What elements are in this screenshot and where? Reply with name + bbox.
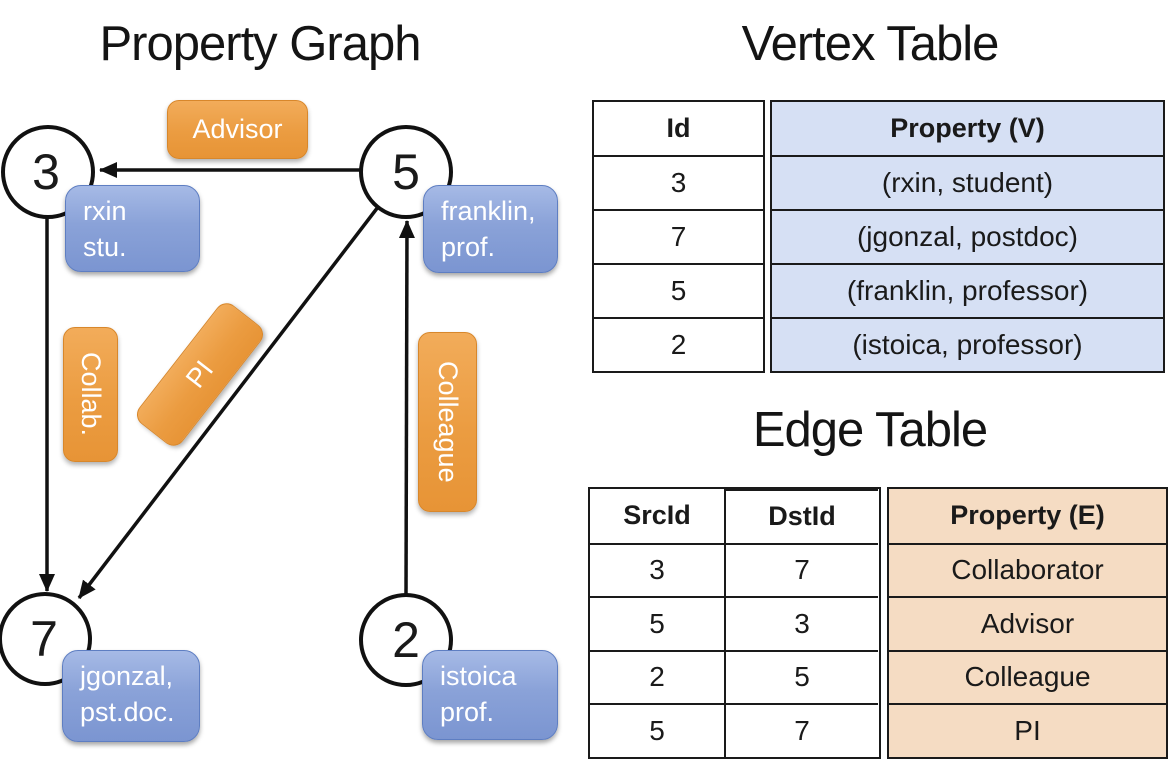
edge-label-collab: Collab. — [63, 327, 118, 462]
table-cell: 7 — [594, 209, 763, 263]
table-cell: Collaborator — [889, 542, 1166, 596]
edge-table-property-column: Property (E) Collaborator Advisor Collea… — [887, 487, 1168, 759]
table-cell: (jgonzal, postdoc) — [772, 209, 1163, 263]
vertex-property-line: stu. — [83, 232, 127, 262]
table-cell: 5 — [590, 596, 724, 650]
vertex-property-line: franklin, — [441, 196, 536, 226]
table-cell: (rxin, student) — [772, 155, 1163, 209]
vertex-property-line: prof. — [440, 697, 495, 727]
vertex-property-line: prof. — [441, 232, 496, 262]
edge-table-property-header: Property (E) — [889, 489, 1166, 543]
vertex-property-box-3: rxin stu. — [65, 185, 200, 272]
vertex-property-line: istoica — [440, 661, 517, 691]
table-cell: Colleague — [889, 649, 1166, 703]
vertex-property-box-2: istoica prof. — [422, 650, 558, 740]
table-cell: 2 — [590, 649, 724, 704]
table-cell: 7 — [724, 542, 878, 596]
graph-edges-svg — [0, 125, 453, 687]
vertex-table-property-column: Property (V) (rxin, student) (jgonzal, p… — [770, 100, 1165, 373]
edge-table-src-dst-columns: SrcId DstId 3 7 5 3 2 5 5 7 — [588, 487, 881, 759]
vertex-table-title: Vertex Table — [741, 17, 1000, 71]
table-cell: 5 — [594, 263, 763, 317]
edge-table-dstid-header: DstId — [724, 489, 878, 543]
vertex-table-id-header: Id — [666, 113, 691, 143]
vertex-property-box-5: franklin, prof. — [423, 185, 558, 273]
table-cell: (franklin, professor) — [772, 263, 1163, 317]
vertex-id-2: 2 — [392, 612, 420, 668]
vertex-table-id-column: Id 3 7 5 2 — [592, 100, 765, 373]
edge-colleague-2-to-5 — [398, 220, 415, 596]
property-graph-title: Property Graph — [99, 17, 422, 71]
edge-table-srcid-header: SrcId — [623, 500, 691, 531]
vertex-property-line: rxin — [83, 196, 127, 226]
table-cell: Advisor — [889, 596, 1166, 650]
table-cell: 5 — [724, 649, 878, 703]
vertex-table-property-header: Property (V) — [772, 102, 1163, 155]
table-cell: PI — [889, 703, 1166, 757]
vertex-property-line: pst.doc. — [80, 697, 175, 727]
vertex-id-3: 3 — [32, 144, 60, 200]
table-cell: 3 — [724, 596, 878, 650]
edge-table-title: Edge Table — [752, 403, 988, 457]
vertex-id-7: 7 — [30, 611, 58, 667]
vertex-property-box-7: jgonzal, pst.doc. — [62, 650, 200, 742]
vertex-id-5: 5 — [392, 144, 420, 200]
table-cell: 7 — [724, 703, 878, 757]
edge-label-advisor: Advisor — [167, 100, 308, 159]
table-cell: 5 — [590, 703, 724, 757]
table-cell: 2 — [594, 317, 763, 371]
edge-label-colleague: Colleague — [418, 332, 477, 512]
table-cell: (istoica, professor) — [772, 317, 1163, 371]
table-cell: 3 — [590, 542, 724, 597]
table-cell: 3 — [594, 155, 763, 209]
edge-pi-5-to-7 — [77, 205, 380, 600]
vertex-property-line: jgonzal, — [80, 661, 174, 691]
